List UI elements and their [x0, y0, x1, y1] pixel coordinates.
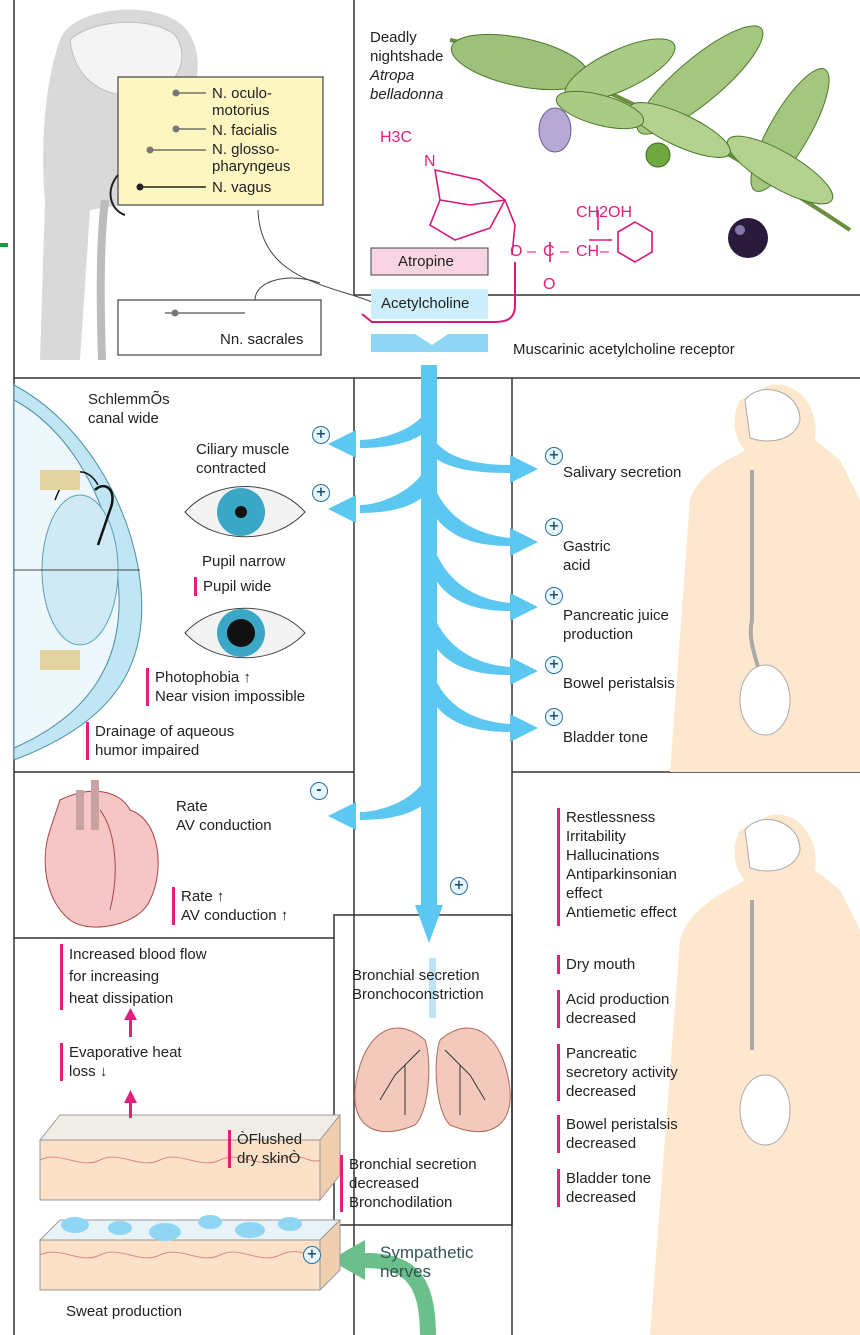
lungs-normal-label: Bronchial secretion Bronchoconstriction [352, 966, 484, 1004]
plus-sign-salivary: + [545, 447, 563, 465]
receptor-label: Muscarinic acetylcholine receptor [513, 340, 735, 359]
salivary-label: Salivary secretion [563, 463, 681, 482]
plus-sign-pancreatic: + [545, 587, 563, 605]
nerve-vagus-label: N. vagus [212, 178, 271, 197]
pancreatic-secretory-label: Pancreatic secretory activity decreased [557, 1044, 678, 1101]
sweat-label: Sweat production [66, 1302, 182, 1321]
drainage-label: Drainage of aqueous humor impaired [86, 722, 234, 760]
plus-sign-sympathetic: + [303, 1246, 321, 1264]
acid-production-label: Acid production decreased [557, 990, 669, 1028]
chem-ch: CH [576, 242, 599, 261]
atropine-label: Atropine [398, 252, 454, 271]
sympathetic-label: Sympathetic nerves [380, 1243, 474, 1281]
chem-o: O [510, 242, 522, 261]
chem-n: N [424, 152, 436, 171]
bowel-decreased-label: Bowel peristalsis decreased [557, 1115, 678, 1153]
heart-atropine-label: Rate ↑ AV conduction ↑ [172, 887, 288, 925]
pupil-narrow-label: Pupil narrow [202, 552, 285, 571]
evaporative-label: Evaporative heat loss ↓ [60, 1043, 182, 1081]
photophobia-label: Photophobia ↑ Near vision impossible [146, 668, 305, 706]
nerve-oculomotorius-label: N. oculo- motorius [212, 85, 272, 119]
body-silhouette-bottom [650, 814, 860, 1335]
chem-ch2oh: CH2OH [576, 203, 632, 222]
chem-h3c: H3C [380, 128, 412, 147]
blue-arrow-tree [328, 365, 538, 943]
plant-name: Deadly nightshade [370, 28, 443, 66]
plus-sign-pupil: + [312, 484, 330, 502]
bowel-label: Bowel peristalsis [563, 674, 675, 693]
heart-normal-label: Rate AV conduction [176, 797, 272, 835]
plus-sign-bladder: + [545, 708, 563, 726]
chem-dash3: – [600, 242, 609, 261]
pupil-wide-label: Pupil wide [194, 577, 271, 596]
nerve-sacrales-label: Nn. sacrales [220, 330, 303, 349]
body-silhouette-top [670, 384, 860, 772]
blood-flow-label: Increased blood flow for increasing heat… [60, 944, 207, 1010]
chem-c: C [543, 242, 555, 261]
head-silhouette [40, 10, 372, 360]
flushed-skin-label: ÒFlushed dry skinÒ [228, 1130, 302, 1168]
eye-illustrations [185, 487, 305, 658]
heart-illustration [45, 780, 158, 927]
schlemm-label: SchlemmÕs canal wide [88, 390, 170, 428]
chem-dash2: – [560, 242, 569, 261]
nerve-facialis-label: N. facialis [212, 121, 277, 140]
bladder-decreased-label: Bladder tone decreased [557, 1169, 651, 1207]
cns-effects-label: Restlessness Irritability Hallucinations… [557, 808, 677, 926]
ciliary-label: Ciliary muscle contracted [196, 440, 289, 478]
eye-cross-section [14, 385, 142, 760]
chem-dash1: – [527, 242, 536, 261]
green-marker [0, 243, 8, 247]
plus-sign-bowel: + [545, 656, 563, 674]
nerve-glosso-label: N. glosso- pharyngeus [212, 141, 290, 175]
bladder-label: Bladder tone [563, 728, 648, 747]
plus-sign-ciliary: + [312, 426, 330, 444]
lungs-atropine-label: Bronchial secretion decreased Bronchodil… [340, 1155, 477, 1212]
chem-o-carbonyl: O [543, 275, 555, 294]
gastric-label: Gastric acid [563, 537, 611, 575]
minus-sign-heart: - [310, 782, 328, 800]
plant-latin-name: Atropa belladonna [370, 66, 443, 104]
plus-sign-gastric: + [545, 518, 563, 536]
pancreatic-label: Pancreatic juice production [563, 606, 669, 644]
acetylcholine-label: Acetylcholine [381, 294, 469, 313]
dry-mouth-label: Dry mouth [557, 955, 635, 974]
nightshade-plant [447, 12, 850, 258]
plus-sign-lungs: + [450, 877, 468, 895]
